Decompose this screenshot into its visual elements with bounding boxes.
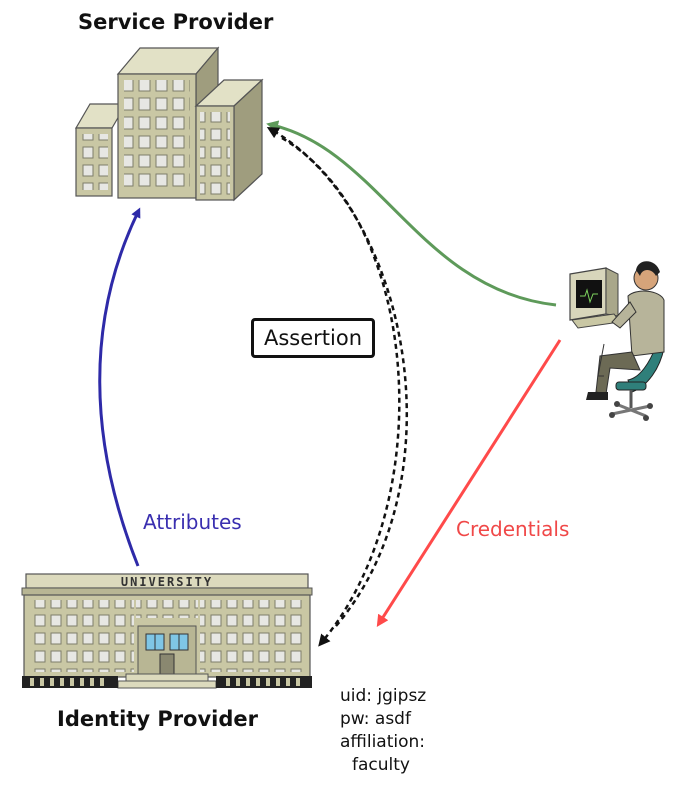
affiliation-value: faculty — [352, 755, 410, 775]
university-sign: UNIVERSITY — [121, 575, 213, 589]
credentials-arrow — [376, 339, 562, 628]
credentials-label: Credentials — [456, 517, 570, 541]
attributes-label: Attributes — [143, 510, 242, 534]
user-attribute-list: uid: jgipsz pw: asdf affiliation: facult… — [340, 685, 426, 777]
assertion-arrow-to-sp — [266, 126, 409, 627]
affiliation-entry: affiliation: — [340, 732, 426, 752]
user-request-arrow — [266, 120, 557, 307]
uid-entry: uid: jgipsz — [340, 686, 427, 706]
user-at-computer-icon — [569, 261, 665, 421]
assertion-arrow-to-idp — [281, 136, 401, 647]
attributes-arrow — [98, 207, 141, 567]
service-provider-building-icon — [74, 46, 264, 202]
identity-provider-title: Identity Provider — [57, 707, 259, 731]
service-provider-title: Service Provider — [78, 10, 274, 34]
assertion-label-box: Assertion — [251, 318, 375, 358]
identity-provider-building-icon: UNIVERSITY — [21, 573, 313, 689]
pw-entry: pw: asdf — [340, 709, 411, 729]
